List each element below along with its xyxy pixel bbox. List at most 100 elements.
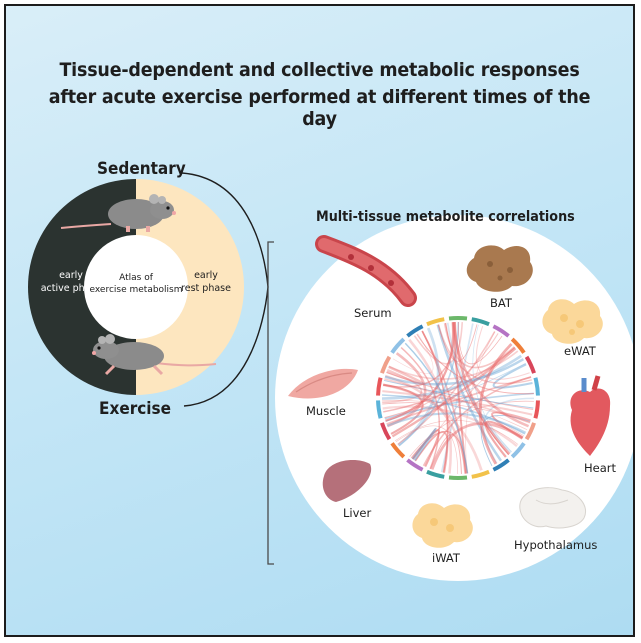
sedentary-connector	[181, 172, 269, 288]
rest-phase-half	[136, 179, 244, 395]
chord-link	[400, 347, 440, 469]
ring-segment	[492, 324, 510, 338]
chord-link	[446, 322, 512, 454]
chord-link	[437, 324, 478, 362]
chord-link	[437, 324, 532, 385]
chord-link	[445, 322, 510, 456]
ewat-tissue-icon	[542, 299, 603, 344]
chord-link	[475, 325, 530, 380]
chord-link	[382, 405, 518, 447]
mouse-running-icon	[92, 334, 217, 376]
ring-segment	[471, 317, 490, 327]
ring-segment	[524, 422, 536, 441]
chord-link	[465, 331, 496, 474]
exercise-connector	[183, 286, 269, 407]
chord-ring-segments	[376, 316, 540, 480]
chord-link	[408, 338, 452, 474]
ring-segment	[448, 475, 468, 480]
ring-segment	[426, 317, 445, 327]
chord-link	[382, 402, 421, 418]
mouse-sedentary-icon	[60, 194, 176, 232]
ring-segment	[390, 337, 406, 354]
chord-link	[415, 348, 517, 462]
chord-link	[383, 383, 424, 435]
ring-segment	[533, 377, 540, 396]
serum-vessel-icon	[315, 235, 417, 307]
diagram-canvas	[28, 172, 633, 581]
ewat-label: eWAT	[564, 344, 596, 358]
chord-link	[391, 347, 517, 438]
brain-icon	[519, 487, 586, 529]
chord-link	[382, 322, 456, 388]
correlations-heading: Multi-tissue metabolite correlations	[316, 209, 575, 225]
chord-link	[453, 322, 511, 455]
chord-link	[484, 420, 524, 458]
ring-segment	[390, 442, 406, 459]
muscle-label: Muscle	[306, 404, 346, 418]
ring-segment	[426, 469, 445, 479]
atlas-label: Atlas of exercise metabolism	[89, 273, 183, 295]
bat-label: BAT	[490, 296, 512, 310]
chord-link	[414, 431, 449, 473]
center-circle	[84, 235, 188, 339]
ring-segment	[376, 377, 383, 396]
ring-segment	[533, 400, 540, 419]
chord-link	[492, 363, 533, 389]
chord-link	[430, 422, 524, 470]
ring-segment	[510, 337, 526, 354]
chord-link	[397, 331, 496, 446]
muscle-tissue-icon	[288, 368, 358, 399]
active-phase-label: early active phase	[40, 270, 102, 294]
sedentary-label: Sedentary	[97, 159, 186, 179]
title-line-1: Tissue-dependent and collective metaboli…	[59, 59, 580, 81]
chord-link	[382, 390, 533, 416]
chord-link	[404, 342, 469, 474]
chord-link	[386, 365, 424, 385]
rest-phase-label: early rest phase	[181, 270, 231, 294]
liver-icon	[322, 460, 372, 502]
hypothalamus-label: Hypothalamus	[514, 538, 598, 552]
serum-label: Serum	[354, 306, 392, 320]
chord-link	[409, 400, 534, 457]
chord-link	[397, 327, 440, 447]
chord-link	[395, 425, 459, 475]
ring-segment	[376, 400, 383, 419]
graphical-abstract: Tissue-dependent and collective metaboli…	[4, 4, 635, 637]
ring-segment	[524, 355, 536, 374]
iwat-label: iWAT	[432, 551, 460, 565]
chord-link	[436, 324, 502, 462]
bracket	[267, 241, 274, 565]
ring-segment	[471, 469, 490, 479]
chord-link	[430, 434, 463, 474]
chord-link	[382, 368, 423, 404]
ring-segment	[492, 458, 510, 472]
chord-link	[452, 322, 530, 428]
chord-link	[385, 362, 526, 422]
chord-link	[384, 378, 531, 424]
chord-link	[381, 354, 522, 400]
ring-segment	[448, 316, 468, 321]
chord-link	[458, 322, 503, 365]
chord-link	[416, 333, 534, 395]
chord-link	[491, 414, 528, 437]
chord-link	[382, 400, 531, 423]
chord-link	[382, 383, 483, 471]
heart-label: Heart	[584, 461, 617, 475]
chord-link	[385, 322, 455, 422]
ring-segment	[380, 355, 392, 374]
iwat-tissue-icon	[412, 503, 473, 548]
chord-link	[386, 352, 427, 428]
exercise-label: Exercise	[99, 399, 172, 419]
chord-link	[398, 321, 460, 447]
chord-link	[384, 358, 524, 386]
title-line-2: after acute exercise performed at differ…	[48, 86, 591, 130]
ring-segment	[406, 458, 424, 472]
chord-link	[382, 394, 526, 435]
chord-links	[381, 321, 535, 475]
bat-tissue-icon	[466, 245, 533, 292]
chord-link	[472, 324, 512, 453]
chord-link	[386, 412, 527, 434]
ring-segment	[406, 324, 424, 338]
ring-segment	[380, 422, 392, 441]
ring-segment	[510, 442, 526, 459]
